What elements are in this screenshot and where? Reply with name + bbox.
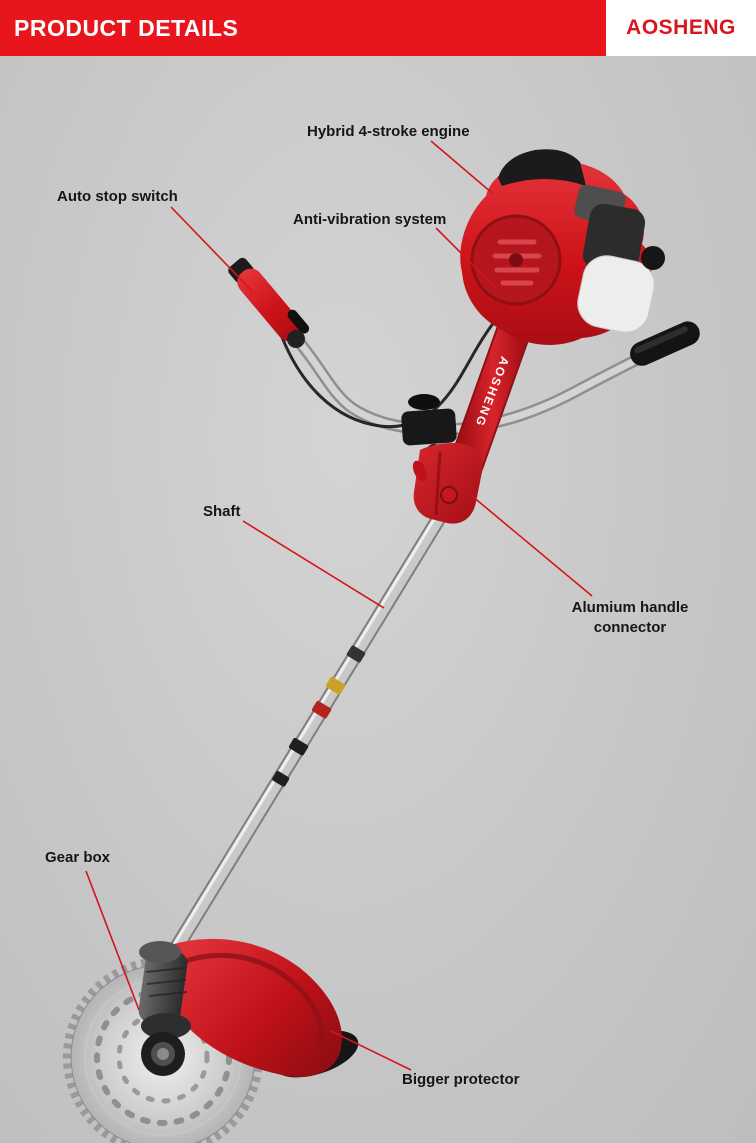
page-title: PRODUCT DETAILS [14,14,239,41]
engine [460,149,665,345]
shaft-lower [164,484,463,963]
starter-bolt [509,253,523,267]
brand-logo-box: AOSHENG [606,0,756,56]
header-red-banner: PRODUCT DETAILS [0,0,606,56]
anti-vibration-mount [401,394,457,460]
callout-line-engine [430,140,493,194]
callout-engine-label: Hybrid 4-stroke engine [307,123,470,140]
callout-anti-vibration-label: Anti-vibration system [293,211,447,228]
auto-stop-switch-grip [228,257,310,342]
right-grip [630,321,700,366]
fuel-tank [577,255,655,333]
callout-line-gear-box [85,870,140,1011]
callout-shaft-label: Shaft [203,503,241,520]
shaft-stickers [272,645,366,787]
muffler [582,203,646,275]
fuel-cap [641,246,665,270]
callout-line-shaft [242,520,385,609]
header: PRODUCT DETAILS AOSHENG [0,0,756,56]
callout-line-anti-vibration [435,227,498,290]
callout-line-connector [471,495,593,597]
brand-logo: AOSHENG [626,16,736,39]
blade-protector [152,938,359,1078]
callout-protector-label: Bigger protector [402,1071,520,1088]
gear-box-part [138,941,191,1076]
handle-connector [412,443,483,524]
callout-lines [85,140,593,1071]
callout-line-protector [330,1030,412,1071]
callout-gear-box-label: Gear box [45,849,111,866]
callout-auto-stop-label: Auto stop switch [57,188,178,205]
engine-top-cap [498,149,586,186]
callout-handle-connector-label: Alumium handle connector [571,599,689,637]
callout-line-auto-stop [170,206,253,292]
throttle-cable [278,313,502,429]
grip-clamp [287,330,305,348]
